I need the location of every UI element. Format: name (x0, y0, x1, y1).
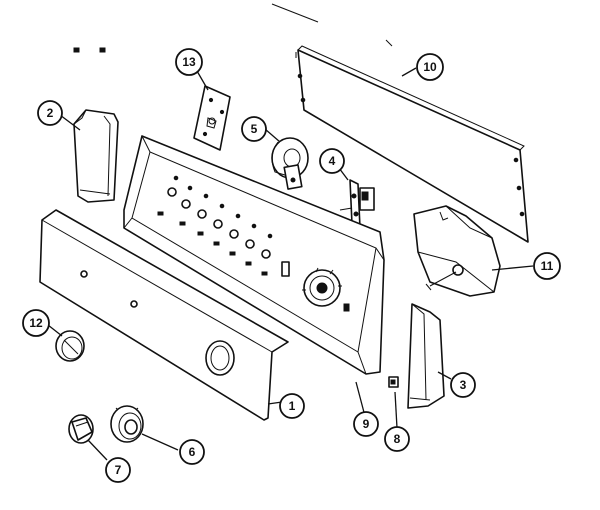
scan-marks (73, 3, 393, 53)
callout-9-label: 9 (363, 417, 370, 431)
callout-10-label: 10 (423, 60, 437, 74)
callout-7-label: 7 (115, 463, 122, 477)
callout-1-label: 1 (289, 399, 296, 413)
part-8-clip (388, 376, 399, 388)
callout-3: 3 (450, 372, 476, 398)
part-2-left-end-cap (73, 109, 119, 203)
callout-8: 8 (384, 426, 410, 452)
callout-1: 1 (279, 393, 305, 419)
callout-8-label: 8 (394, 432, 401, 446)
callout-3-label: 3 (460, 378, 467, 392)
callout-13-label: 13 (182, 55, 196, 69)
panel-button-holes (157, 175, 290, 277)
callout-13: 13 (175, 48, 203, 76)
callout-10: 10 (416, 53, 444, 81)
part-9-control-panel (123, 135, 385, 375)
part-6-knob-skirt (110, 405, 144, 443)
callout-5-label: 5 (251, 122, 258, 136)
part-4-switch (339, 179, 375, 229)
panel-timer-dial (302, 267, 350, 312)
callout-4: 4 (319, 148, 345, 174)
callout-5: 5 (241, 116, 267, 142)
callout-2-label: 2 (47, 106, 54, 120)
part-7-knob (68, 414, 94, 444)
callout-12-label: 12 (29, 316, 43, 330)
callout-7: 7 (105, 457, 131, 483)
part-5-bushing (271, 137, 309, 190)
callout-4-label: 4 (329, 154, 336, 168)
callout-6: 6 (179, 439, 205, 465)
part-3-right-end-cap (407, 303, 445, 409)
leader-lines (47, 67, 534, 461)
callout-11-label: 11 (541, 259, 554, 273)
callout-11: 11 (533, 252, 561, 280)
part-13-bracket-plate (193, 85, 231, 151)
callout-6-label: 6 (189, 445, 196, 459)
part-10-rear-panel (295, 45, 529, 243)
callout-2: 2 (37, 100, 63, 126)
part-11-timer-cover (413, 205, 501, 297)
callout-9: 9 (353, 411, 379, 437)
callout-12: 12 (22, 309, 50, 337)
part-1-front-console (39, 209, 289, 421)
part-12-knob (55, 330, 85, 362)
